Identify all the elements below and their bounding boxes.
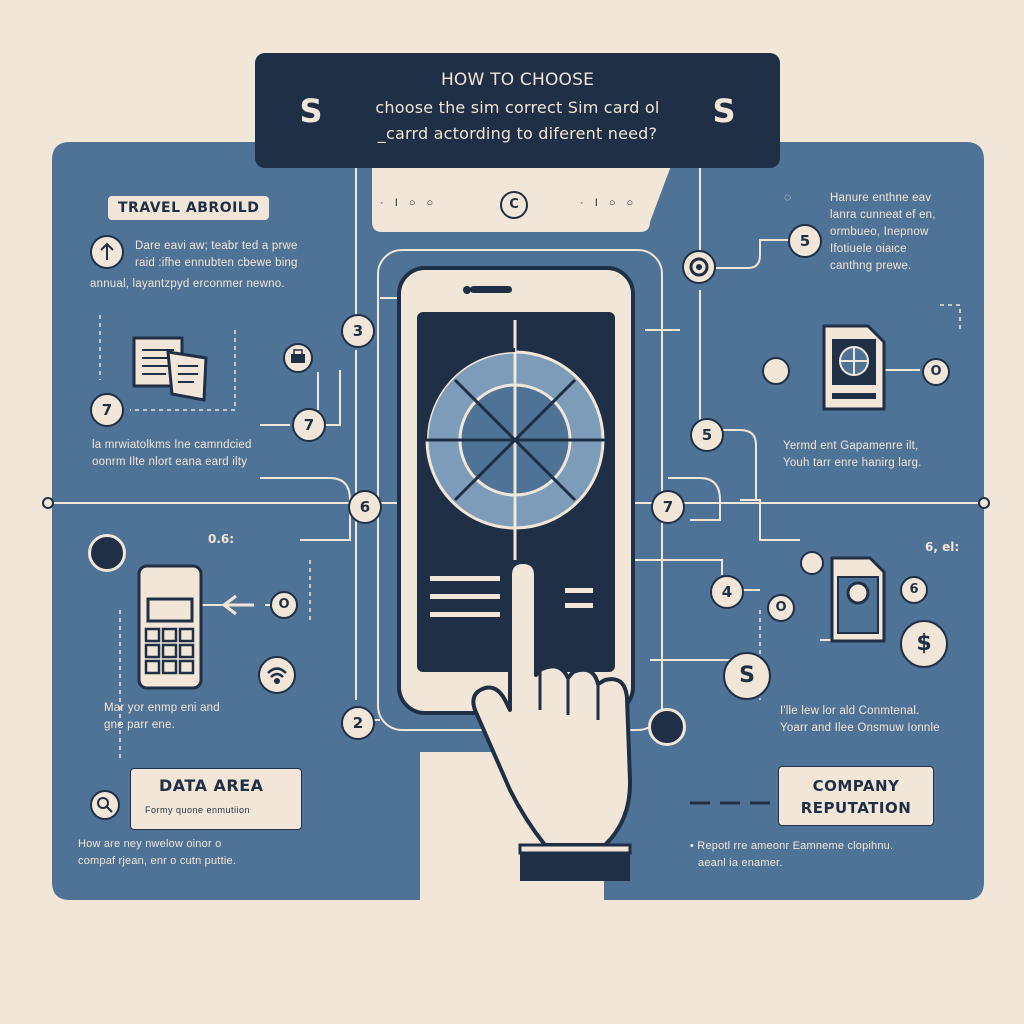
right-panel	[640, 142, 984, 900]
pointing-hand-illustration	[471, 560, 633, 881]
step-circle-3: 3	[341, 314, 375, 348]
axis-node-left	[42, 497, 54, 509]
company-label-1: COMPANY	[812, 777, 900, 795]
gear-icon	[88, 534, 126, 572]
banner-line-3: _carrd actording to diferent need?	[377, 124, 658, 143]
data-area-note: Mar yor enmp eni and gne parr ene.	[104, 702, 220, 731]
arrow-up-icon	[90, 235, 124, 269]
header-banner: S S HOW TO CHOOSE choose the sim correct…	[255, 53, 780, 168]
smartphone-illustration	[397, 266, 635, 715]
step-circle-5-top: 5	[788, 224, 822, 258]
company-label-2: REPUTATION	[800, 799, 912, 817]
arrow-left-icon	[221, 594, 254, 616]
sim-card-icon	[830, 556, 886, 643]
left-symbol: S	[299, 92, 323, 130]
right-symbol: S	[712, 92, 736, 130]
marker-left-top: 0.6:	[208, 532, 235, 546]
settings-small-icon	[800, 551, 824, 575]
data-area-text: How are ney nwelow oinor o compaf rjean,…	[78, 838, 237, 867]
marker-right-top: 6, el:	[925, 540, 960, 554]
company-text: • Repotl rre ameonr Eamneme clopihnu. ae…	[690, 840, 894, 869]
step-circle-7-left: 7	[90, 393, 124, 427]
data-area-label: DATA AREA	[159, 776, 264, 795]
sim-card-globe-icon	[822, 324, 886, 411]
banner-line-2: choose the sim correct Sim card ol	[375, 98, 660, 117]
top-marker-left: · I ○ ○	[380, 197, 438, 209]
step-circle-6b: 6	[900, 576, 928, 604]
company-note: I'lle lew lor ald Conmtenal. Yoarr and I…	[780, 705, 940, 734]
step-circle-6: 6	[348, 490, 382, 524]
search-person-icon	[90, 790, 120, 820]
wifi-icon	[258, 656, 296, 694]
left-panel	[52, 142, 420, 900]
right-mid-text: Yermd ent Gapamenre ilt, Youh tarr enre …	[783, 440, 922, 469]
axis-node-right	[978, 497, 990, 509]
step-circle-s: S	[723, 652, 771, 700]
data-area-box: DATA AREA Formy quone enmutiion	[130, 768, 302, 830]
travel-text-2: annual, layantzpyd erconmer newno.	[90, 278, 285, 290]
step-circle-2: 2	[341, 706, 375, 740]
step-circle-7b: 7	[651, 490, 685, 524]
step-circle-o-lower: O	[767, 594, 795, 622]
travel-abroad-label: TRAVEL ABROILD	[108, 196, 270, 220]
travel-text: Dare eavi aw; teabr ted a prwe raid :ifh…	[135, 240, 298, 269]
printer-icon	[283, 343, 313, 373]
bullet-icon: ◌	[784, 190, 792, 204]
travel-caption: la mrwiatolkms Ine camndcied oonrm Ilte …	[92, 439, 252, 468]
top-marker-right: · I ○ ○	[580, 197, 638, 209]
top-right-text: Hanure enthne eav lanra cunneat ef en, o…	[830, 192, 936, 272]
step-circle-o-right: O	[922, 358, 950, 386]
step-circle-o-left: O	[270, 591, 298, 619]
target-icon	[682, 250, 716, 284]
handshake-icon	[648, 708, 686, 746]
dollar-icon: $	[900, 620, 948, 668]
step-circle-4: 4	[710, 575, 744, 609]
center-marker: C	[500, 191, 528, 219]
step-circle-5-mid: 5	[690, 418, 724, 452]
data-area-sublabel: Formy quone enmutiion	[145, 805, 251, 815]
calculator-phone-icon	[137, 564, 203, 690]
document-icon	[132, 336, 208, 402]
banner-title: HOW TO CHOOSE	[440, 70, 595, 90]
company-reputation-box: COMPANY REPUTATION	[778, 766, 934, 826]
step-circle-7a: 7	[292, 408, 326, 442]
sim-chip-icon	[762, 357, 790, 385]
